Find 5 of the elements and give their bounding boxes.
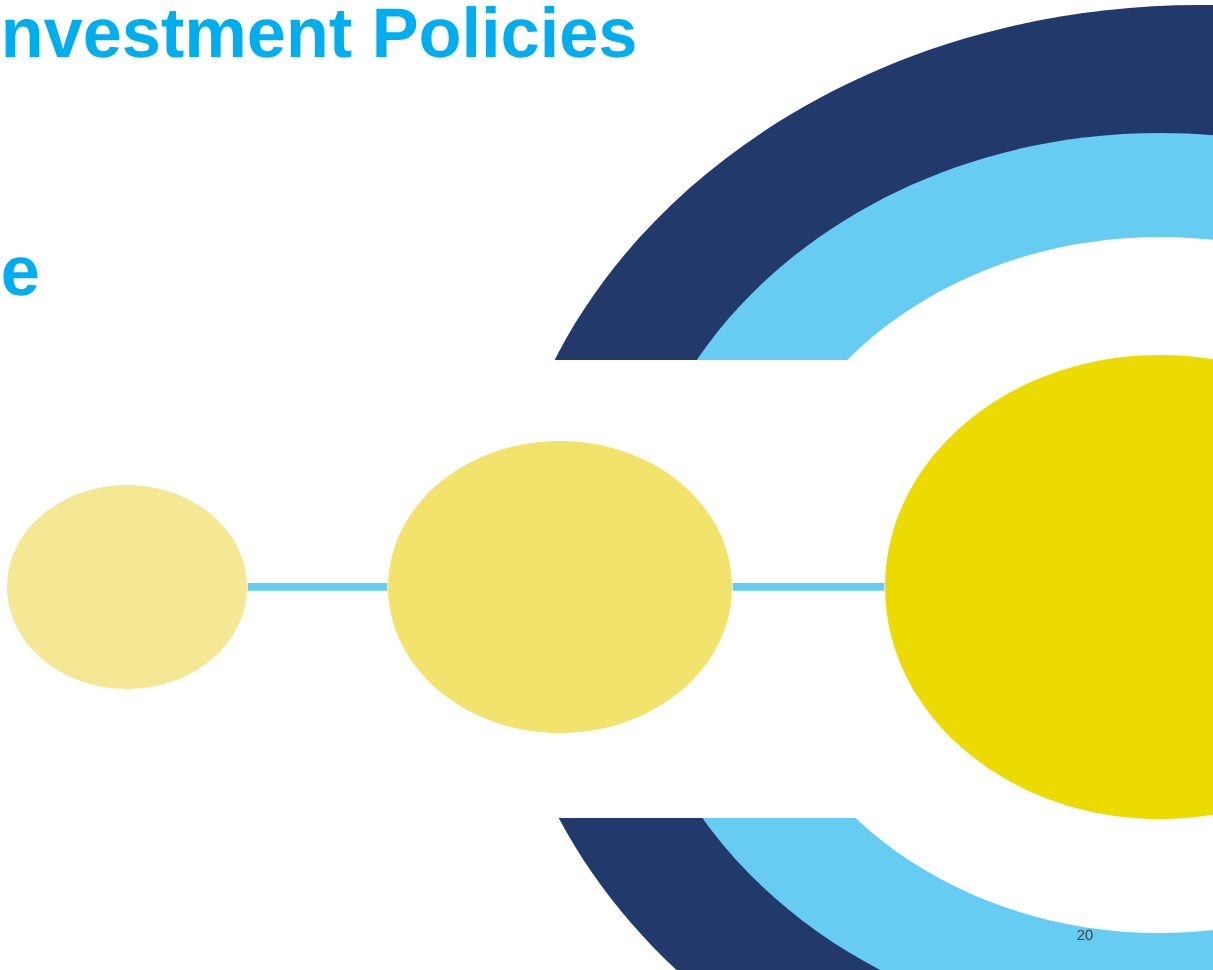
circle	[388, 441, 732, 733]
circle	[7, 485, 247, 689]
page-number: 20	[1077, 929, 1093, 941]
title: nvestment Policies	[5, 6, 635, 58]
heading-text: e	[3, 257, 38, 296]
